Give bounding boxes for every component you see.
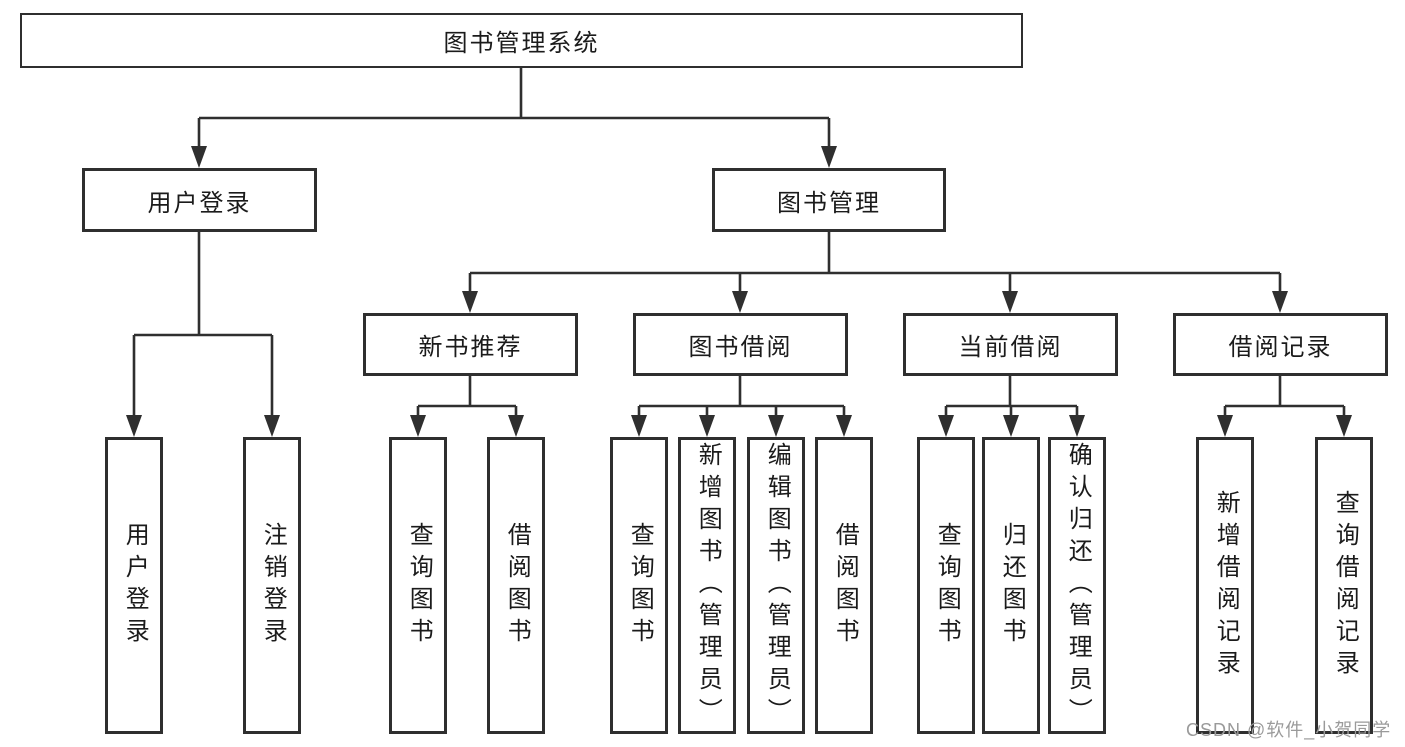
leaf-logout-label: 注销登录 [259,521,287,650]
leaf-query-books-borrow: 查询图书 [610,437,668,734]
leaf-query-books-current: 查询图书 [917,437,975,734]
node-library-system-label: 图书管理系统 [443,30,600,57]
leaf-add-books-admin-label: 新增图书（管理员） [694,441,722,730]
leaf-return-books: 归还图书 [982,437,1040,734]
node-borrowing-records: 借阅记录 [1173,313,1388,376]
leaf-user-login: 用户登录 [105,437,163,734]
node-user-login-label: 用户登录 [147,189,252,217]
leaf-borrow-books-recommend: 借阅图书 [487,437,545,734]
node-new-book-recommendation-label: 新书推荐 [418,334,523,361]
node-user-login: 用户登录 [82,168,317,232]
leaf-borrow-books: 借阅图书 [815,437,873,734]
leaf-add-borrow-record-label: 新增借阅记录 [1212,489,1240,682]
leaf-query-books-recommend: 查询图书 [389,437,447,734]
node-borrowing-records-label: 借阅记录 [1228,334,1333,361]
node-book-borrowing-label: 图书借阅 [688,334,793,361]
node-new-book-recommendation: 新书推荐 [363,313,578,376]
leaf-add-books-admin: 新增图书（管理员） [678,437,736,734]
leaf-query-borrow-record: 查询借阅记录 [1315,437,1373,734]
leaf-edit-books-admin: 编辑图书（管理员） [747,437,805,734]
csdn-watermark: CSDN @软件_小贺同学 [1186,720,1392,740]
leaf-query-books-borrow-label: 查询图书 [626,521,654,650]
leaf-edit-books-admin-label: 编辑图书（管理员） [763,441,791,730]
leaf-confirm-return-admin: 确认归还（管理员） [1048,437,1106,734]
leaf-user-login-label: 用户登录 [121,521,149,650]
leaf-borrow-books-label: 借阅图书 [831,521,859,650]
node-book-management: 图书管理 [712,168,946,232]
leaf-query-books-recommend-label: 查询图书 [405,521,433,650]
leaf-borrow-books-recommend-label: 借阅图书 [503,521,531,650]
node-book-borrowing: 图书借阅 [633,313,848,376]
leaf-query-books-current-label: 查询图书 [933,521,961,650]
node-current-borrowing-label: 当前借阅 [958,334,1063,361]
node-book-management-label: 图书管理 [777,189,881,217]
leaf-confirm-return-admin-label: 确认归还（管理员） [1064,441,1092,730]
leaf-add-borrow-record: 新增借阅记录 [1196,437,1254,734]
node-library-system: 图书管理系统 [20,13,1023,68]
leaf-query-borrow-record-label: 查询借阅记录 [1331,489,1359,682]
node-current-borrowing: 当前借阅 [903,313,1118,376]
leaf-logout: 注销登录 [243,437,301,734]
leaf-return-books-label: 归还图书 [998,521,1026,650]
